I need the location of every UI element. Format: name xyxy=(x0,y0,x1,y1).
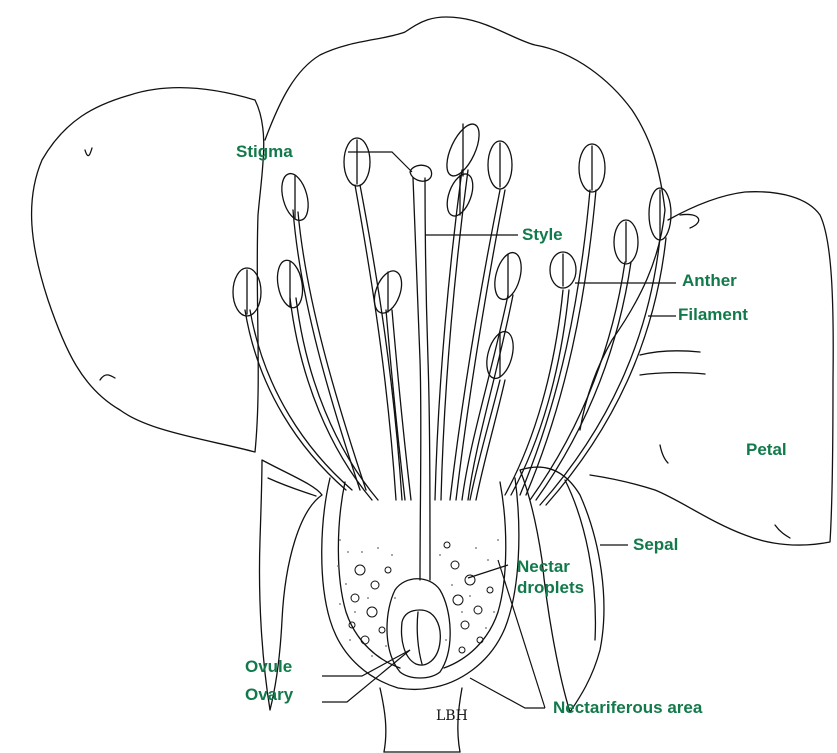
label-filament: Filament xyxy=(678,305,748,325)
artist-signature: LBH xyxy=(436,708,468,724)
style-shape xyxy=(413,178,421,580)
label-stigma: Stigma xyxy=(236,142,293,162)
petal-left xyxy=(32,88,264,452)
ovule-shape xyxy=(402,610,441,665)
locule xyxy=(387,579,450,678)
label-nectar-line1: Nectar xyxy=(517,557,570,577)
label-nectariferous-area: Nectariferous area xyxy=(553,698,702,718)
label-ovary: Ovary xyxy=(245,685,293,705)
label-style: Style xyxy=(522,225,563,245)
label-ovule: Ovule xyxy=(245,657,292,677)
label-nectar-line2: droplets xyxy=(517,578,584,598)
label-sepal: Sepal xyxy=(633,535,678,555)
filaments xyxy=(245,170,666,505)
leader-nectariferous-a xyxy=(470,678,545,708)
leader-lines xyxy=(322,152,676,708)
nectar-droplets xyxy=(349,542,493,653)
label-petal: Petal xyxy=(746,440,787,460)
label-anther: Anther xyxy=(682,271,737,291)
